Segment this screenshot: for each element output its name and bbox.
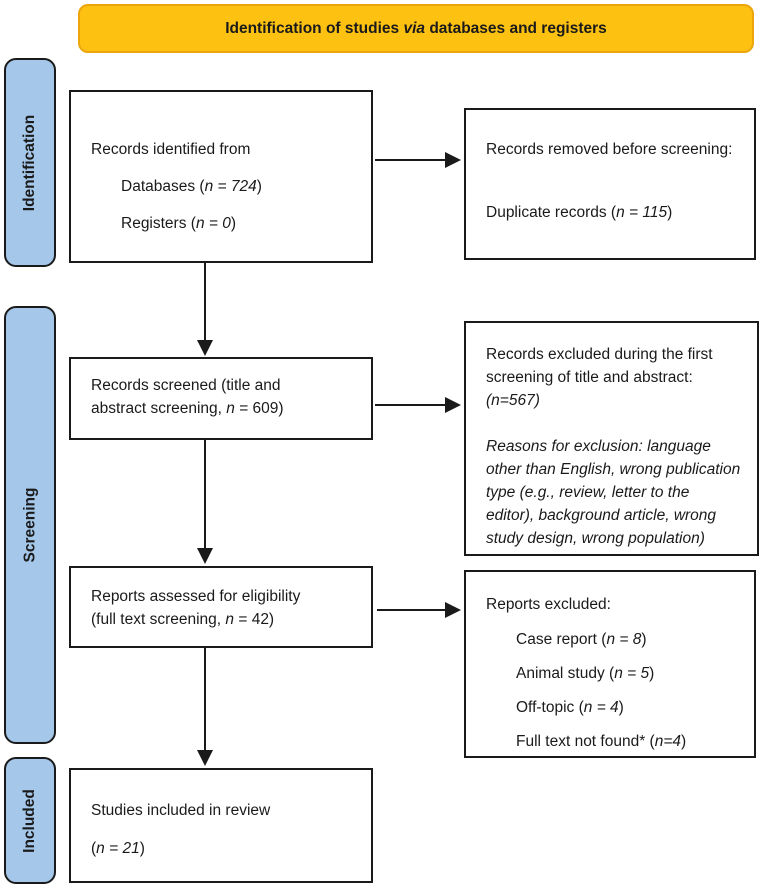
records-identified-registers: Registers (n = 0) (121, 215, 237, 232)
box-reports-assessed: Reports assessed for eligibility (full t… (69, 566, 373, 648)
box-studies-included: Studies included in review (n = 21) (69, 768, 373, 883)
reports-assessed-line1: Reports assessed for eligibility (91, 588, 301, 605)
arrow-screened-to-assessed (197, 440, 213, 564)
stage-label-included-text: Included (21, 788, 39, 853)
reports-excluded-animal-study: Animal study (n = 5) (516, 665, 655, 682)
arrow-identified-to-screened (197, 263, 213, 356)
reports-excluded-case-report: Case report (n = 8) (516, 631, 647, 648)
records-excluded-reasons: Reasons for exclusion: language other th… (486, 438, 741, 547)
records-removed-title: Records removed before screening: (486, 141, 733, 158)
box-records-screened: Records screened (title and abstract scr… (69, 357, 373, 440)
reports-excluded-title: Reports excluded: (486, 596, 611, 613)
studies-included-line1: Studies included in review (91, 802, 271, 819)
stage-label-identification: Identification (4, 58, 56, 267)
stage-label-included: Included (4, 757, 56, 884)
stage-label-screening: Screening (4, 306, 56, 744)
records-identified-databases: Databases (n = 724) (121, 178, 262, 195)
studies-included-count: (n = 21) (91, 840, 145, 857)
arrow-identified-to-removed (375, 152, 461, 168)
stage-label-identification-text: Identification (21, 114, 39, 211)
reports-assessed-line2: (full text screening, n = 42) (91, 611, 275, 628)
reports-excluded-off-topic: Off-topic (n = 4) (516, 699, 624, 716)
stage-label-screening-text: Screening (21, 487, 39, 563)
records-removed-duplicates: Duplicate records (n = 115) (486, 204, 673, 221)
reports-excluded-full-text: Full text not found* (n=4) (516, 733, 687, 750)
arrow-assessed-to-included (197, 648, 213, 766)
records-excluded-heading: Records excluded during the first screen… (486, 346, 713, 386)
arrow-screened-to-excluded (375, 397, 461, 413)
records-screened-line2: abstract screening, n = 609) (91, 400, 284, 417)
records-excluded-count: (n=567) (486, 392, 540, 409)
records-screened-line1: Records screened (title and (91, 377, 281, 394)
box-records-removed: Records removed before screening: Duplic… (464, 108, 756, 260)
arrow-assessed-to-reports-excluded (377, 602, 461, 618)
box-records-excluded: Records excluded during the first screen… (464, 321, 759, 556)
diagram-title-banner: Identification of studies via databases … (78, 4, 754, 53)
box-records-identified: Records identified from Databases (n = 7… (69, 90, 373, 263)
box-reports-excluded: Reports excluded: Case report (n = 8) An… (464, 570, 756, 758)
records-identified-title: Records identified from (91, 141, 251, 158)
diagram-title: Identification of studies via databases … (225, 19, 607, 37)
